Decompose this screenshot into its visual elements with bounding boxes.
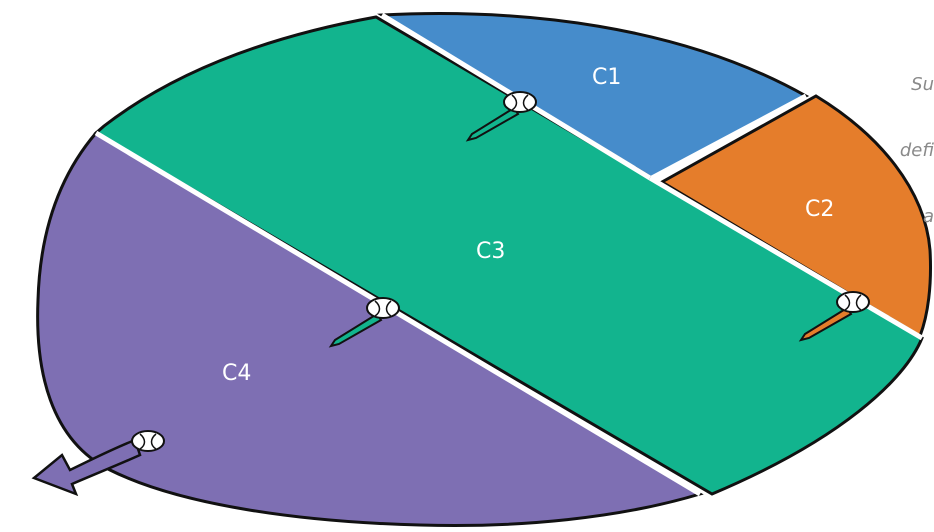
side-note: Su defi a (900, 30, 934, 250)
region-c4 (36, 131, 704, 528)
pin-marker-icon (131, 430, 165, 452)
side-note-line: defi (899, 140, 934, 161)
pin-marker-icon (798, 291, 870, 342)
region-c2 (659, 94, 932, 339)
boundary-c3-c4 (94, 130, 702, 497)
side-note-line: a (922, 206, 934, 227)
region-c1 (377, 12, 810, 180)
label-c1: C1 (592, 65, 621, 90)
side-note-line: Su (911, 74, 934, 95)
label-c2: C2 (805, 197, 834, 222)
boundary-c2-c3 (648, 175, 924, 341)
boundary-c1-c2 (650, 93, 808, 181)
pin-marker-icon (328, 297, 400, 348)
pin-marker-icon (465, 91, 537, 142)
label-c3: C3 (476, 239, 505, 264)
label-c4: C4 (222, 361, 251, 386)
exit-arrow-icon (31, 438, 142, 497)
